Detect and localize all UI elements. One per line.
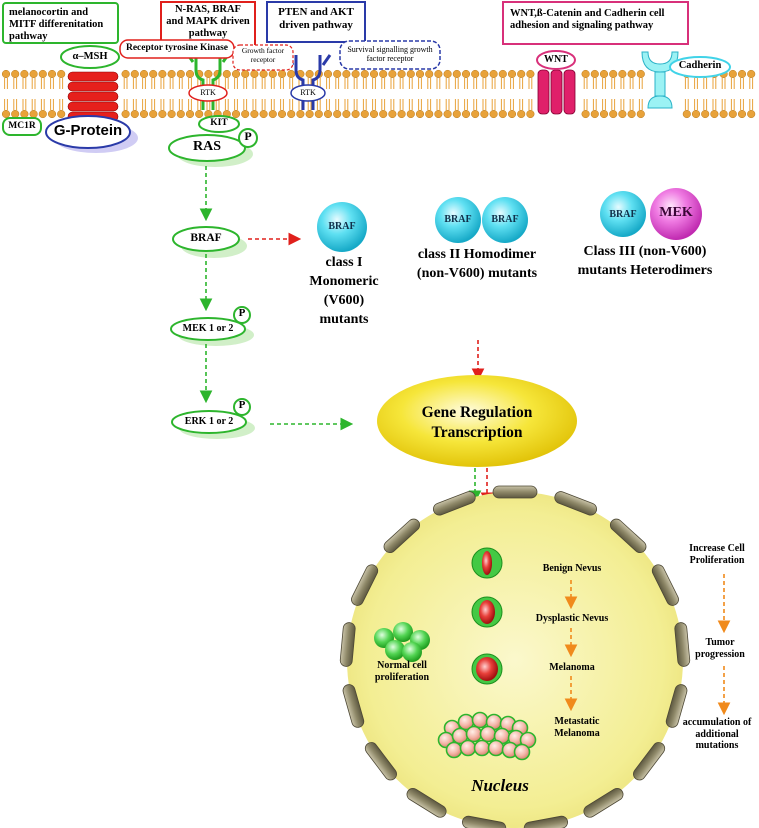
growth-factor-box [232,44,294,71]
mitf-pathway-box [2,2,119,44]
class1-braf-label: BRAF [328,221,356,232]
cadherin-label: Cadherin [678,60,722,71]
class2-braf-ball-b [482,197,528,243]
ras-phospho-circle [238,128,258,148]
ras-ellipse [168,134,246,162]
erk-phospho-label: P [238,399,246,411]
braf-label: BRAF [190,232,222,244]
alpha-msh-label: α–MSH [72,51,108,62]
tumor-progression-label: Tumor progression [695,637,745,660]
class3-braf-label: BRAF [609,209,637,220]
gene-regulation-ellipse [377,375,577,467]
survival-box [339,40,441,70]
metastatic-melanoma-label: Metastatic Melanoma [554,716,600,739]
wnt-receptor [537,69,576,115]
g-protein-ellipse [45,115,131,149]
g-protein-label: G-Protein [53,122,123,139]
alpha-msh-ellipse [60,45,120,69]
kit-label: KIT [210,118,228,128]
metastatic-cluster [437,711,537,761]
kit-ellipse [198,115,240,133]
mapk-pathway-label: N-RAS, BRAF and MAPK driven pathway [166,4,250,40]
mc1r-label: MC1R [8,121,36,131]
rtk2-ellipse [290,84,326,102]
rtk2-label: RTK [300,88,316,97]
wnt-ellipse [536,50,576,70]
mek-phospho-circle [233,306,251,324]
erk-ellipse [171,410,247,434]
akt-pathway-label: PTEN and AKT driven pathway [278,6,354,31]
rtk1-ellipse [188,84,228,102]
class3-braf-ball [600,191,646,237]
class2-label: class II Homodimer (non-V600) mutants [416,247,538,281]
class2-braf-a-label: BRAF [444,214,472,225]
class3-label: Class III (non-V600) mutants Heterodimer… [577,244,713,278]
class1-label: class I Monomeric (V600) mutants [309,255,379,327]
benign-nevus-label: Benign Nevus [542,563,602,574]
progression-cells [471,547,503,685]
mc1r-receptor [67,71,119,122]
nucleus-body [347,492,683,828]
normal-proliferation-label: Normal cell proliferation [374,660,430,683]
rtk-kinase-label: Receptor tyrosine Kinase [125,43,229,53]
mitf-pathway-label: melanocortin and MITF differenitation pa… [9,7,104,43]
mek-ellipse [170,317,246,341]
class3-mek-label: MEK [659,205,693,220]
ras-label: RAS [192,139,221,154]
accumulation-label: accumulation of additional mutations [682,717,752,751]
nuclear-pores [339,485,691,828]
gene-regulation-label: Gene Regulation Transcription [421,404,533,442]
class3-mek-ball [650,188,702,240]
class2-braf-ball-a [435,197,481,243]
class1-braf-ball [317,202,367,252]
akt-pathway-box [266,1,366,43]
growth-factor-label: Growth factor receptor [241,46,285,64]
erk-phospho-circle [233,398,251,416]
erk-label: ERK 1 or 2 [184,416,234,427]
mek-label: MEK 1 or 2 [182,323,234,334]
ras-phospho-label: P [244,129,252,143]
wnt-pathway-label: WNT,ß-Catenin and Cadherin cell adhesion… [510,8,665,32]
increase-proliferation-label: Increase Cell Proliferation [689,543,745,566]
melanoma-label: Melanoma [549,662,595,673]
rtk1-label: RTK [200,88,216,97]
wnt-pathway-box [502,1,689,45]
class2-braf-b-label: BRAF [491,214,519,225]
mc1r-box [2,117,42,136]
braf-ellipse [172,226,240,252]
cadherin-ellipse [669,56,731,78]
rtk-receptor-blue [284,54,332,110]
normal-cells-cluster [374,622,430,662]
dysplastic-nevus-label: Dysplastic Nevus [535,613,609,624]
survival-label: Survival signalling growth factor recept… [347,45,433,64]
wnt-label: WNT [544,54,568,65]
mek-phospho-label: P [238,307,246,319]
nucleus-title: Nucleus [471,776,529,795]
